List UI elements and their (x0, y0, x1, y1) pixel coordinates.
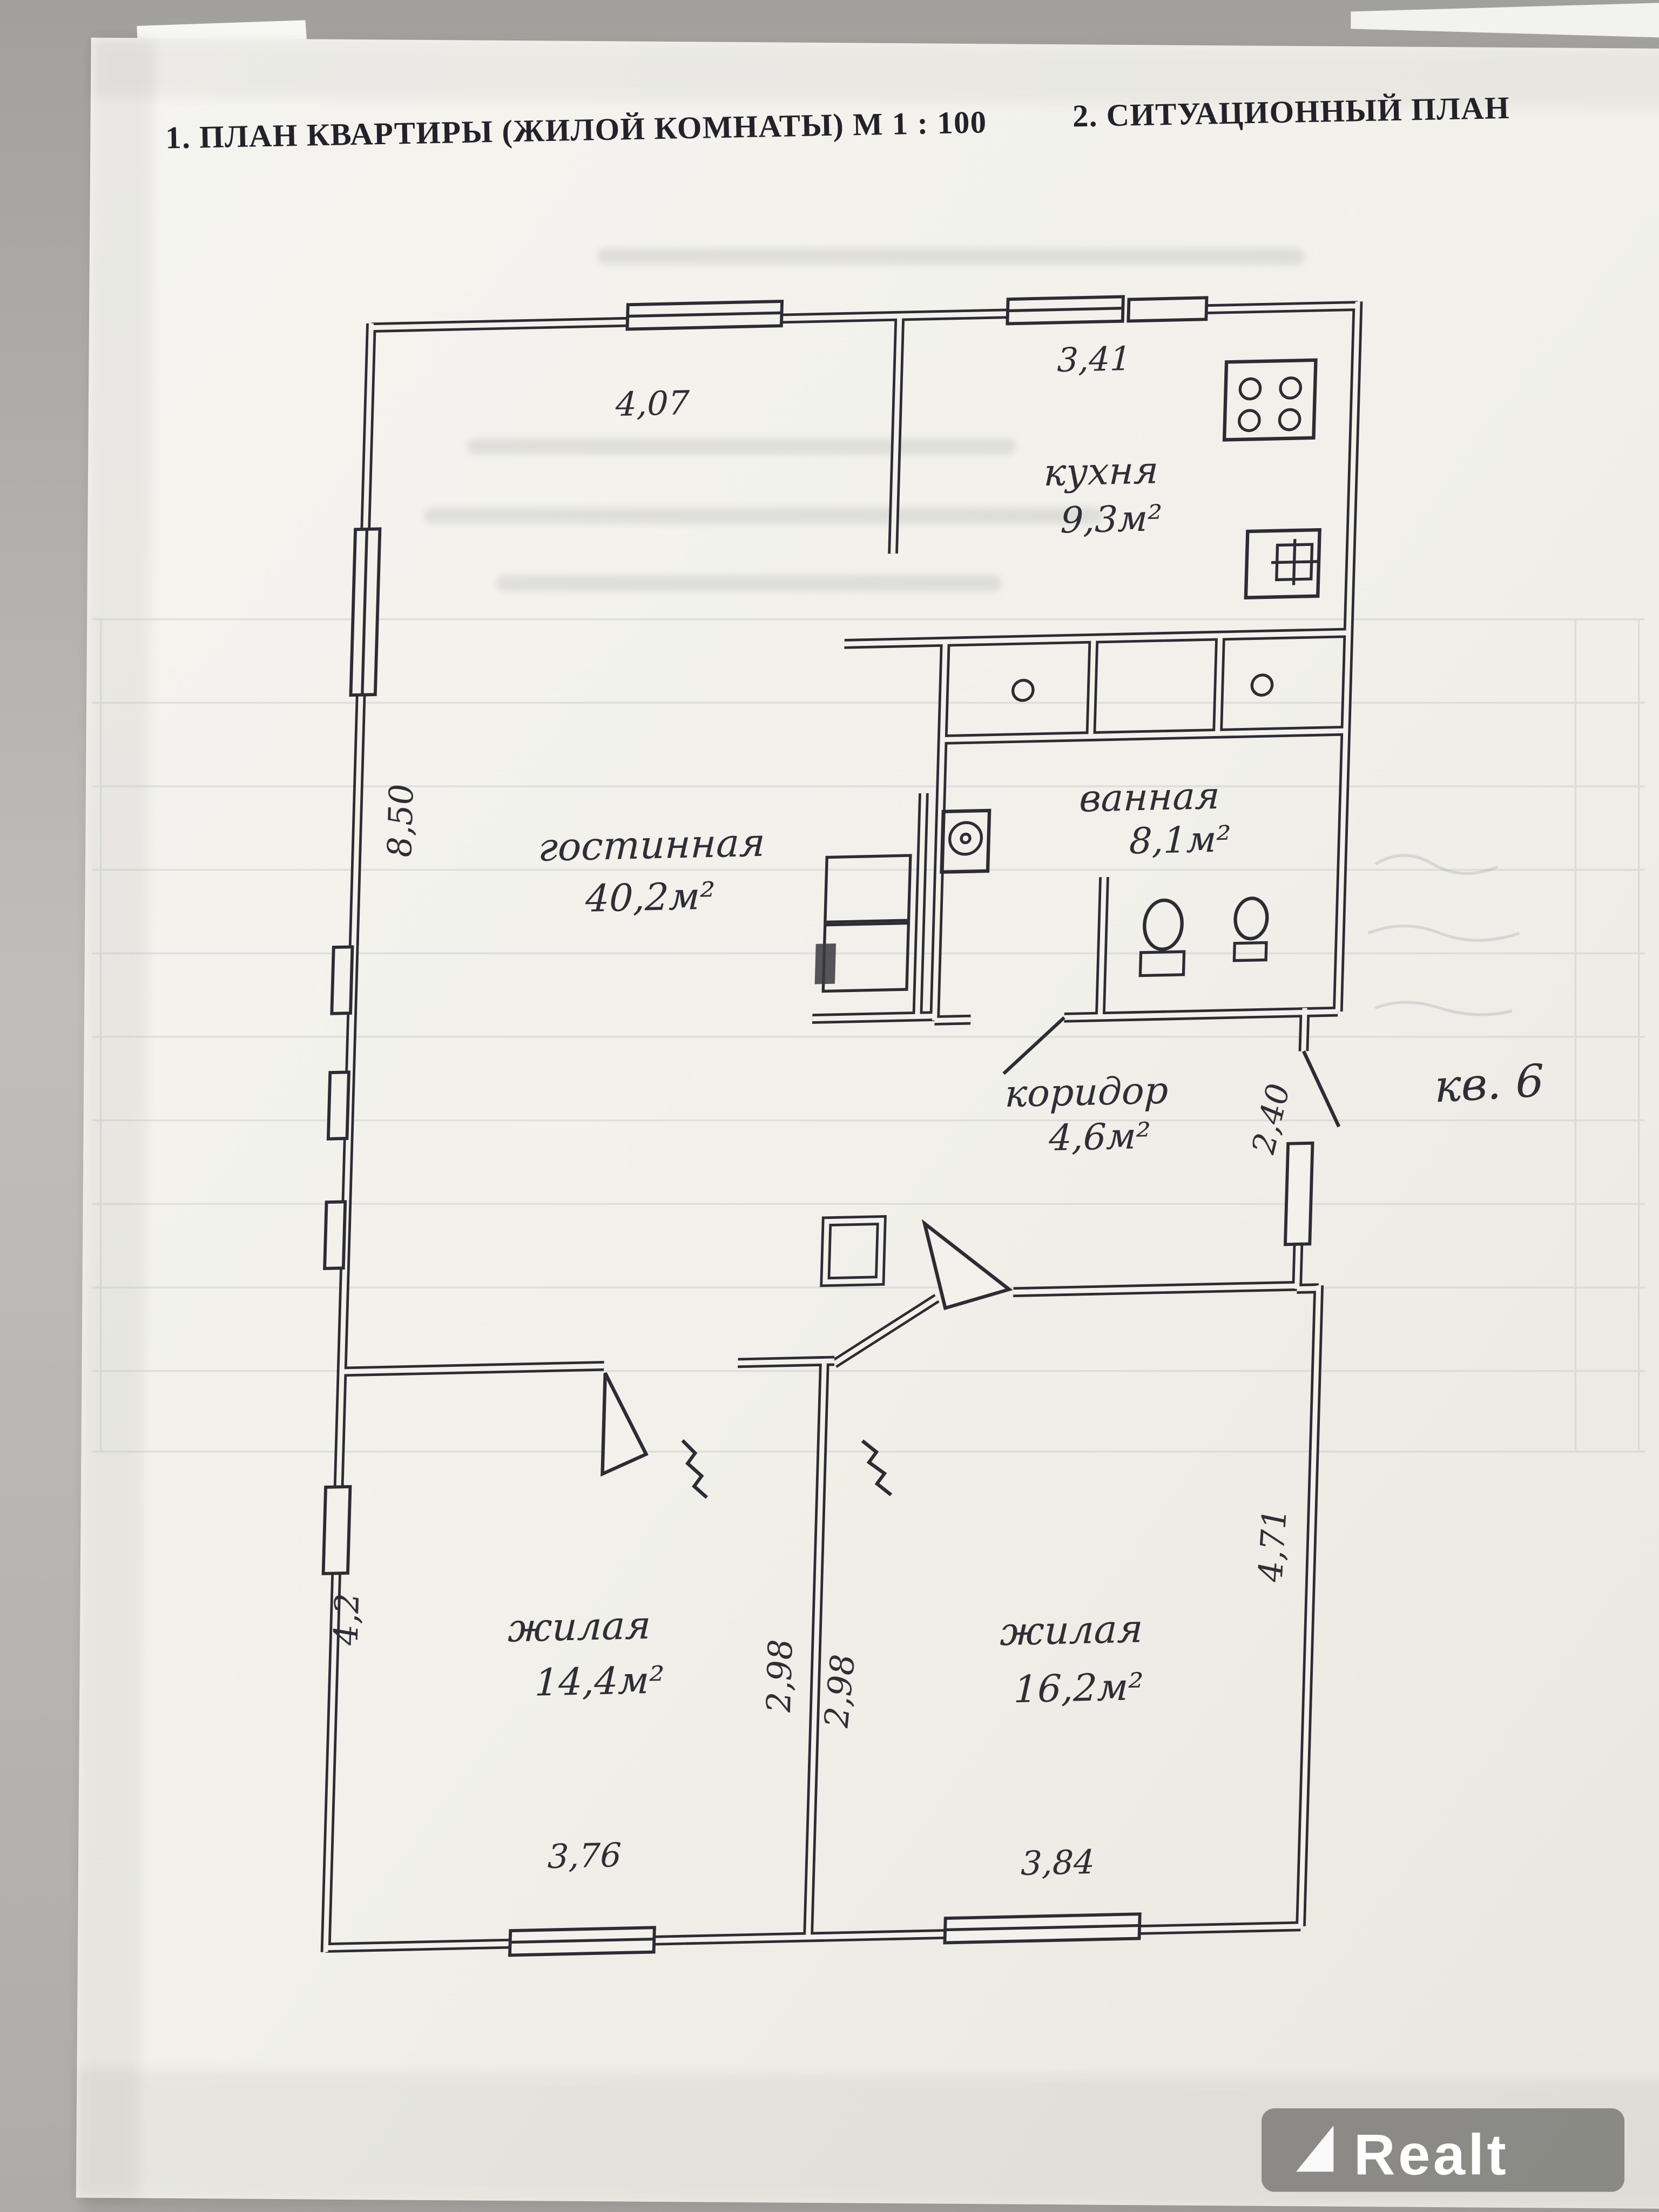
room-bath-area: 8,1м² (1129, 818, 1231, 862)
room-kitchen-name: кухня (1043, 449, 1159, 495)
flue-icon (814, 943, 837, 984)
door-swing-squiggle (861, 1439, 893, 1496)
dim-top-left: 4,07 (615, 384, 690, 424)
room-bedroom1-area: 14,4м² (534, 1659, 665, 1705)
radiator-nub (330, 945, 354, 1015)
dim-bottom-right: 3,84 (1020, 1843, 1095, 1883)
door-swing-squiggle (681, 1439, 708, 1499)
fixtures (814, 358, 1321, 993)
watermark-brand: Realt (1354, 2122, 1509, 2187)
room-bath-name: ванная (1078, 774, 1220, 821)
bleed-through-writing (1367, 854, 1520, 1016)
room-kitchen-area: 9,3м² (1060, 497, 1163, 541)
dimension-labels: 4,07 3,41 8,50 4,2 2,40 4,71 2,98 2,98 3… (327, 340, 1297, 1883)
bleed-through-ghosting (92, 618, 1645, 1453)
vent-mark (1011, 679, 1035, 702)
window (508, 1926, 656, 1957)
dim-top-right: 3,41 (1057, 340, 1132, 380)
toilet-icon (1138, 898, 1186, 977)
window (943, 1912, 1142, 1945)
room-living-name: гостинная (537, 820, 765, 870)
underlying-sheet-edge (1351, 3, 1659, 38)
stove-icon (1222, 358, 1318, 442)
dim-mid-right: 2,98 (817, 1653, 862, 1729)
dim-left-upper: 8,50 (381, 783, 421, 858)
room-bedroom1-name: жилая (507, 1602, 651, 1651)
built-in-closets (814, 854, 912, 993)
realt-watermark: Realt (1262, 2108, 1624, 2192)
dim-right-lower: 4,71 (1251, 1508, 1294, 1582)
dim-left-lower: 4,2 (327, 1593, 367, 1647)
door-leaf-balcony (1302, 1050, 1341, 1128)
dim-mid-left: 2,98 (760, 1638, 800, 1714)
window (1127, 296, 1209, 323)
window (1006, 295, 1125, 326)
room-living-area: 40,2м² (584, 875, 716, 921)
room-labels: кухня 9,3м² гостинная 40,2м² ванная 8,1м… (507, 449, 1544, 1711)
room-corridor-area: 4,6м² (1048, 1115, 1151, 1159)
bath-sink-icon (940, 808, 992, 874)
door-leaf-bedroom2 (921, 1219, 1013, 1311)
windows (321, 295, 1314, 1957)
room-bedroom2-area: 16,2м² (1013, 1665, 1144, 1711)
window (625, 299, 784, 331)
doors (601, 1016, 1341, 1499)
radiator-nub (323, 1200, 347, 1270)
window (321, 1485, 352, 1575)
header-title-right: 2. СИТУАЦИОННЫЙ ПЛАН (1072, 90, 1510, 134)
radiator-nub (326, 1070, 350, 1141)
dim-bottom-left: 3,76 (547, 1836, 622, 1876)
kitchen-sink-icon (1244, 528, 1321, 599)
window (349, 527, 382, 697)
bleed-through-heading (424, 248, 1304, 591)
balcony-door (1283, 1141, 1314, 1246)
room-corridor-name: коридор (1004, 1069, 1169, 1116)
room-bedroom2-name: жилая (1000, 1606, 1144, 1654)
vent-mark (1250, 673, 1274, 697)
door-leaf-bath (1002, 1016, 1065, 1075)
paper-sheet (76, 37, 1659, 2209)
bidet-icon (1232, 896, 1269, 962)
door-leaf-bedroom1 (601, 1372, 649, 1477)
apartment-number: кв. 6 (1434, 1054, 1544, 1112)
floor-plan: кухня 9,3м² гостинная 40,2м² ванная 8,1м… (305, 295, 1544, 1960)
